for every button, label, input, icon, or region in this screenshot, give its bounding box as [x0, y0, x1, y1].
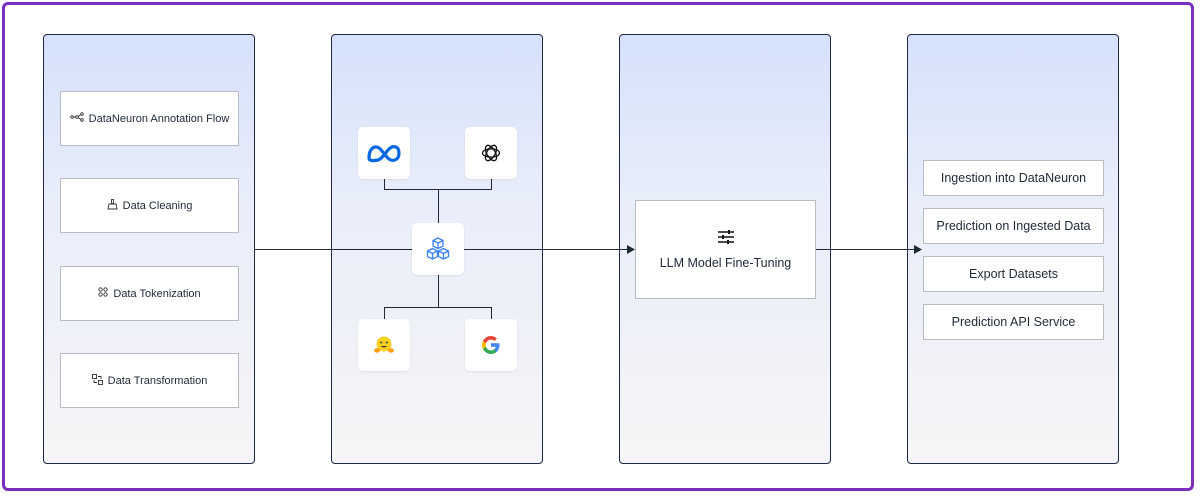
data-tokenization-label: Data Tokenization: [113, 287, 201, 300]
openai-logo: [465, 127, 517, 179]
output-services-panel: [907, 34, 1119, 464]
broom-icon: [107, 198, 118, 213]
grid-icon: [98, 287, 109, 300]
data-transformation-label: Data Transformation: [107, 374, 208, 387]
prediction-api-box: Prediction API Service: [923, 304, 1104, 340]
openai-icon: [481, 144, 501, 162]
hugging-face-icon: [374, 336, 394, 353]
google-icon: [482, 336, 500, 354]
prediction-box: Prediction on Ingested Data: [923, 208, 1104, 244]
arrow-head-icon: [627, 245, 635, 254]
tree-line: [438, 275, 439, 307]
transform-icon: [91, 373, 103, 388]
data-tokenization-box: Data Tokenization: [60, 266, 239, 321]
meta-logo: [358, 127, 410, 179]
model-hub-icon: [412, 223, 464, 275]
workflow-icon: [69, 112, 84, 125]
export-datasets-box: Export Datasets: [923, 256, 1104, 292]
google-logo: [465, 319, 517, 371]
tree-line: [438, 189, 439, 223]
diagram-frame: [2, 2, 1194, 491]
fine-tuning-box: LLM Model Fine-Tuning: [635, 200, 816, 299]
fine-tuning-label: LLM Model Fine-Tuning: [659, 255, 792, 270]
hugging-face-logo: [358, 319, 410, 371]
ingestion-box: Ingestion into DataNeuron: [923, 160, 1104, 196]
cubes-icon: [426, 237, 450, 260]
connector-stage1-to-hub: [255, 249, 412, 250]
data-transformation-box: Data Transformation: [60, 353, 239, 408]
annotation-flow-label: DataNeuron Annotation Flow: [88, 112, 230, 125]
export-datasets-label: Export Datasets: [969, 267, 1058, 281]
annotation-flow-box: DataNeuron Annotation Flow: [60, 91, 239, 146]
prediction-label: Prediction on Ingested Data: [936, 219, 1091, 233]
connector-finetune-to-outputs: [816, 249, 916, 250]
tree-line: [491, 307, 492, 319]
data-cleaning-label: Data Cleaning: [122, 199, 193, 212]
ingestion-label: Ingestion into DataNeuron: [940, 171, 1087, 185]
prediction-api-label: Prediction API Service: [951, 315, 1076, 329]
meta-icon: [367, 145, 401, 163]
tree-line: [491, 179, 492, 189]
tree-line: [384, 307, 492, 308]
connector-hub-to-finetune: [464, 249, 629, 250]
tree-line: [384, 179, 385, 189]
arrow-head-icon: [914, 245, 922, 254]
data-cleaning-box: Data Cleaning: [60, 178, 239, 233]
tree-line: [384, 307, 385, 319]
sliders-icon: [717, 229, 734, 244]
